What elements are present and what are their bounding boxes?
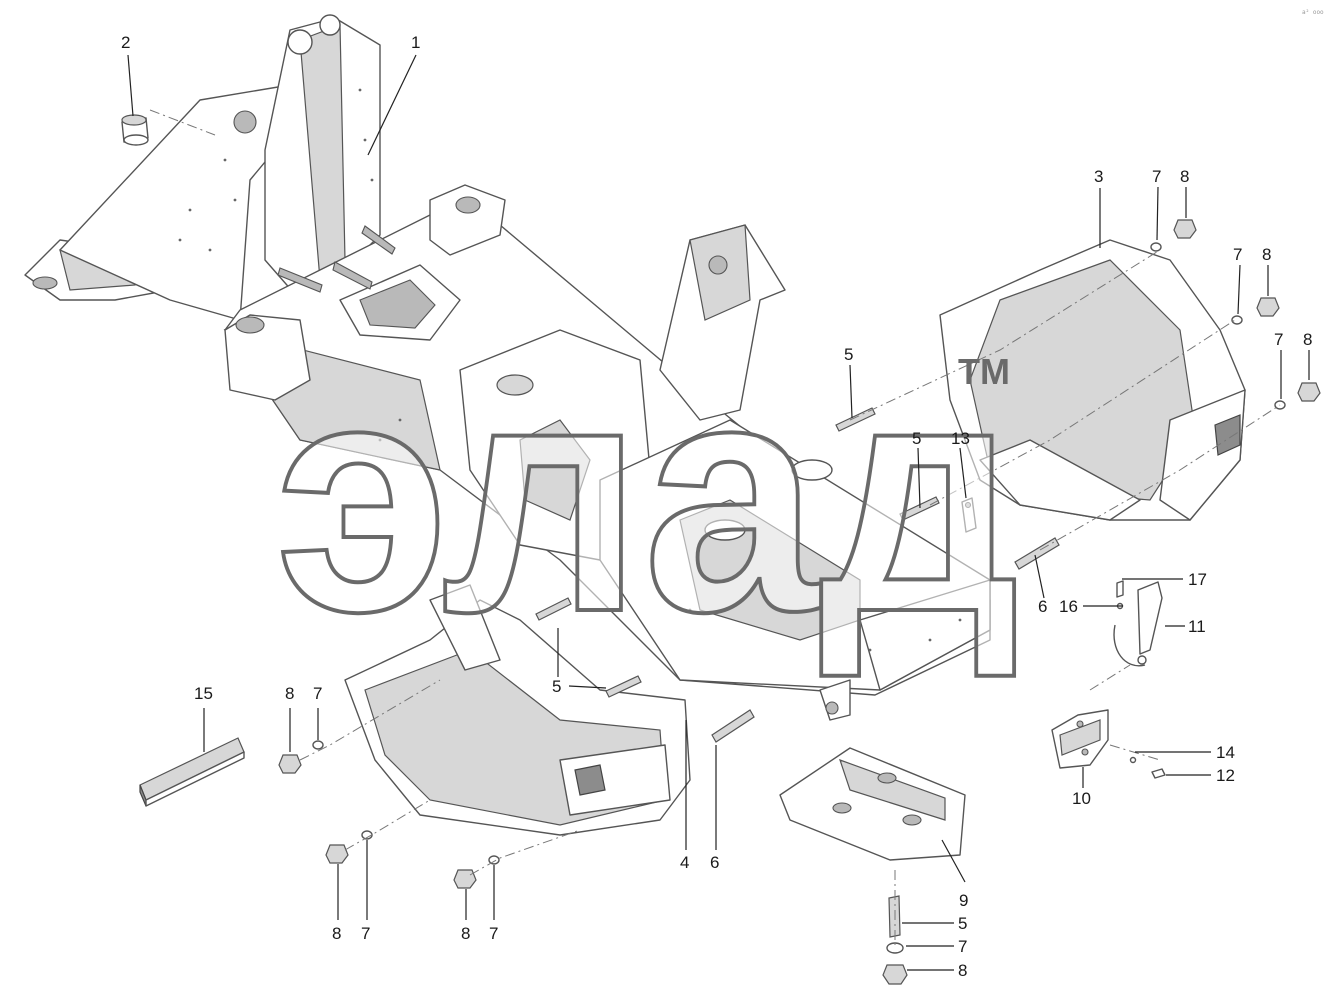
strip-part-15	[139, 737, 245, 807]
plate-part-9	[779, 747, 966, 861]
studs	[535, 407, 1060, 938]
ballast-weight-part-3	[939, 239, 1246, 521]
callout-3: 3	[1094, 167, 1103, 186]
callout-4: 4	[680, 853, 689, 872]
callout-10: 10	[1072, 789, 1091, 808]
callout-8g: 8	[958, 961, 967, 980]
small-fasteners	[1116, 580, 1166, 779]
callout-5d: 5	[958, 914, 967, 933]
center-lines	[149, 109, 1281, 945]
main-frame	[24, 14, 991, 721]
callout-7b: 7	[1233, 245, 1242, 264]
callout-11: 11	[1188, 617, 1206, 636]
callout-5b: 5	[912, 429, 921, 448]
callout-7f: 7	[489, 924, 498, 943]
callout-7a: 7	[1152, 167, 1161, 186]
callout-8d: 8	[285, 684, 294, 703]
watermark: элад TM	[273, 309, 1022, 682]
callout-8a: 8	[1180, 167, 1189, 186]
pin-part-11	[1113, 581, 1163, 667]
bushing-part-2	[121, 114, 149, 146]
bracket-part-10	[1051, 709, 1109, 769]
link-part-13	[961, 497, 977, 533]
callout-7c: 7	[1274, 330, 1283, 349]
callout-15: 15	[194, 684, 213, 703]
callout-7g: 7	[958, 937, 967, 956]
corner-mark: a² ooo	[1302, 9, 1324, 16]
callout-5c: 5	[552, 677, 561, 696]
callout-6a: 6	[1038, 597, 1047, 616]
callout-1: 1	[411, 33, 420, 52]
watermark-text: элад	[275, 311, 1020, 680]
callout-7d: 7	[313, 684, 322, 703]
callout-16: 16	[1059, 597, 1078, 616]
callout-5a: 5	[844, 345, 853, 364]
callout-8c: 8	[1303, 330, 1312, 349]
callout-17: 17	[1188, 570, 1207, 589]
callout-8b: 8	[1262, 245, 1271, 264]
callout-8f: 8	[461, 924, 470, 943]
callout-2: 2	[121, 33, 130, 52]
callout-6b: 6	[710, 853, 719, 872]
callout-12: 12	[1216, 766, 1235, 785]
callout-14: 14	[1216, 743, 1235, 762]
callout-9: 9	[959, 891, 968, 910]
watermark-tm: TM	[958, 351, 1010, 392]
callout-labels: 2 1 3 7 8 7 8 7 8 5 5 13 6 17 16 11 14 1…	[121, 33, 1312, 980]
leader-lines	[127, 54, 1310, 971]
callout-13: 13	[951, 429, 970, 448]
callout-8e: 8	[332, 924, 341, 943]
ballast-weight-part-4	[344, 584, 691, 836]
callout-7e: 7	[361, 924, 370, 943]
